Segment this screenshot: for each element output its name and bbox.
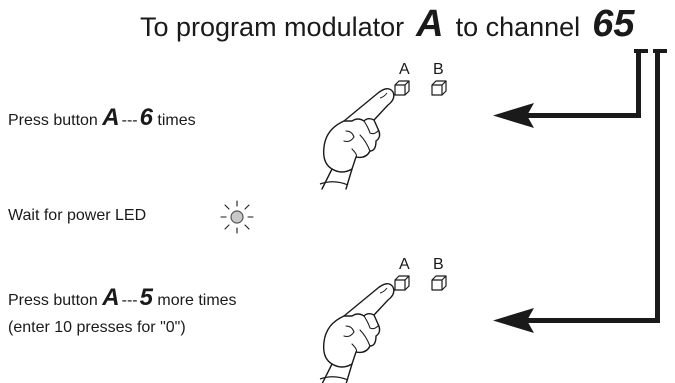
button-a-cube-icon-bottom [394, 275, 410, 291]
button-a-label-bottom: A [399, 256, 410, 273]
step-3-text: Press button A---5 more times [8, 286, 237, 311]
arrow-left-icon-step-3 [493, 49, 667, 333]
arrow-left-icon-step-1 [493, 49, 648, 128]
button-b-cube-icon-bottom [431, 275, 447, 291]
button-a-cube-icon-top [394, 80, 410, 96]
led-blink-icon [220, 200, 254, 234]
button-b-cube-icon-top [431, 80, 447, 96]
step-3-note: (enter 10 presses for "0") [8, 319, 186, 336]
step-3-suffix: more times [157, 292, 237, 309]
title-digit-2: 5 [613, 3, 635, 45]
step-1-button: A [102, 104, 120, 131]
step-1-text: Press button A---6 times [8, 106, 196, 131]
step-3-button: A [102, 284, 120, 311]
step-3-dash: --- [121, 292, 138, 309]
button-b-label-top: B [433, 61, 444, 78]
step-3-count: 5 [139, 284, 153, 311]
button-a-label-top: A [399, 61, 410, 78]
title-modulator: A [416, 3, 444, 45]
hand-pointing-icon-bottom [319, 283, 395, 383]
step-3-prefix: Press button [8, 292, 98, 309]
step-1-dash: --- [121, 112, 138, 129]
step-2-text: Wait for power LED [8, 207, 147, 224]
button-b-label-bottom: B [433, 256, 444, 273]
step-1-suffix: times [157, 112, 196, 129]
step-1-prefix: Press button [8, 112, 98, 129]
title-prefix: To program modulator [140, 12, 405, 42]
hand-pointing-icon-top [319, 88, 395, 190]
title-digit-1: 6 [592, 3, 614, 45]
title-middle: to channel [455, 12, 581, 42]
step-1-count: 6 [139, 104, 153, 131]
